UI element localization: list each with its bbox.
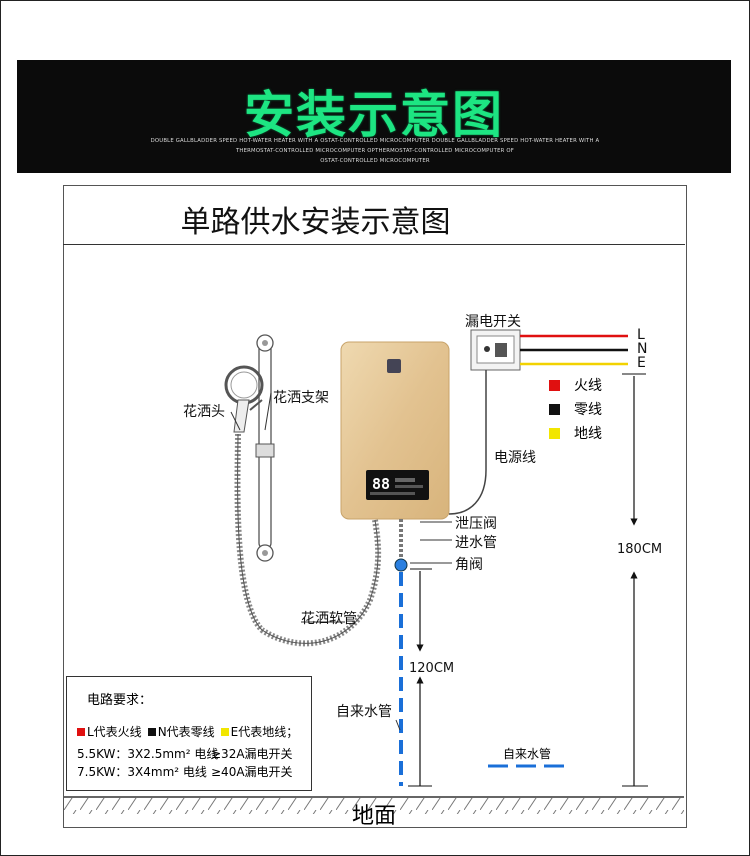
diagram-panel [63, 185, 687, 828]
measurement-120: 120CM [409, 661, 455, 676]
legend-swatch [549, 427, 560, 439]
circuit-requirements: 电路要求： L代表火线 N代表零线 E代表地线； 5.5KW：3X2.5mm² … [66, 676, 312, 791]
legend-earth: 地线 [549, 425, 602, 442]
req-row-power: 7.5KW：3X4mm² 电线 [77, 765, 207, 779]
legend-label: 火线 [574, 378, 602, 394]
req-legend-e: E代表地线； [230, 725, 299, 739]
label-shower-hose: 花洒软管 [301, 611, 357, 627]
diagram-title: 单路供水安装示意图 [180, 205, 451, 240]
label-leakage-switch: 漏电开关 [465, 314, 521, 330]
legend-swatch [549, 379, 560, 391]
label-inlet-pipe: 进水管 [455, 535, 497, 551]
label-relief-valve: 泄压阀 [455, 516, 497, 532]
label-angle-valve: 角阀 [455, 557, 483, 573]
banner-subtitle-line: THERMOSTAT-CONTROLLED MICROCOMPUTER OPTH… [236, 148, 514, 154]
banner-subtitle-line: OSTAT-CONTROLLED MICROCOMPUTER [320, 158, 430, 164]
legend-label: 地线 [574, 426, 602, 442]
legend-label: 零线 [574, 402, 602, 418]
label-shower-rail: 花洒支架 [273, 390, 329, 406]
title-divider [63, 244, 685, 245]
req-row-power: 5.5KW：3X2.5mm² 电线 [77, 747, 219, 761]
req-legend-n: N代表零线 [157, 725, 215, 739]
legend-swatch [549, 403, 560, 415]
power-cord [448, 370, 487, 515]
legend-neutral: 零线 [549, 401, 602, 418]
banner-subtitle: DOUBLE GALLBLADDER SPEED HOT-WATER HEATE… [150, 136, 600, 166]
requirements-legend: L代表火线 N代表零线 E代表地线； [77, 723, 298, 740]
label-power-cord: 电源线 [494, 450, 536, 466]
wire-label-n: N [637, 341, 648, 357]
shower-rail [255, 334, 275, 562]
label-ground: 地面 [352, 804, 397, 829]
shower-head [224, 365, 264, 433]
label-tap-water-pipe: 自来水管 [336, 704, 392, 720]
req-row-switch: ≥32A漏电开关 [211, 747, 293, 761]
banner-title: 安装示意图 [244, 86, 504, 144]
req-swatch-l [77, 727, 85, 736]
inlet-pipe [394, 519, 408, 572]
measurement-180: 180CM [617, 542, 663, 557]
ground [64, 796, 684, 814]
banner-subtitle-line: DOUBLE GALLBLADDER SPEED HOT-WATER HEATE… [150, 138, 600, 144]
wire-label-e: E [637, 355, 646, 371]
req-row-switch: ≥40A漏电开关 [211, 765, 293, 779]
requirements-title: 电路要求： [87, 693, 153, 708]
heater-display-digits: 88 [372, 475, 390, 493]
legend-live: 火线 [549, 377, 602, 394]
req-swatch-e [220, 727, 229, 736]
label-tap-water-pipe-floor: 自来水管 [503, 747, 552, 761]
label-shower-head: 花洒头 [183, 404, 225, 420]
req-swatch-n [147, 727, 156, 736]
req-legend-l: L代表火线 [87, 725, 142, 739]
wire-label-l: L [637, 327, 645, 343]
header-banner: 安装示意图 [17, 60, 731, 173]
leakage-switch [470, 329, 521, 371]
